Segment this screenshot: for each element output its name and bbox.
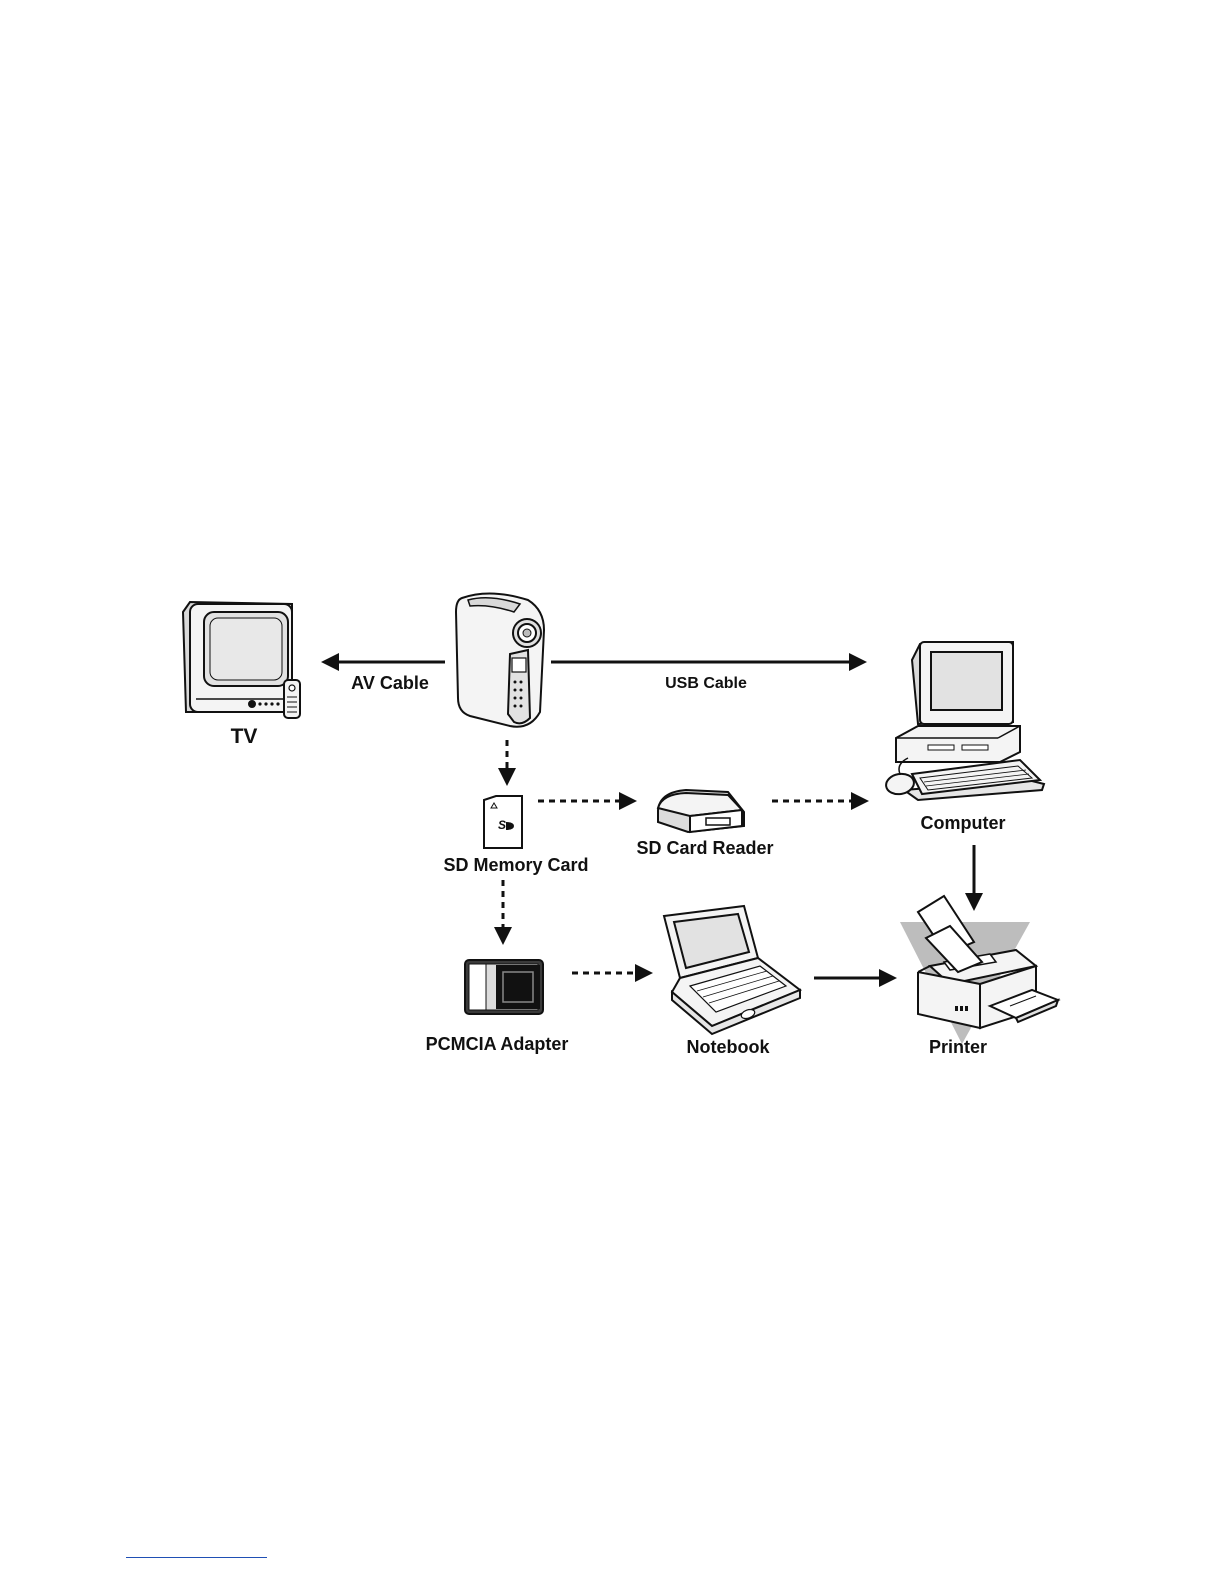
sd-card-label: SD Memory Card bbox=[443, 855, 588, 875]
sd-reader-label: SD Card Reader bbox=[636, 838, 773, 858]
footer-rule bbox=[126, 1557, 267, 1558]
edges bbox=[324, 662, 974, 978]
pcmcia-adapter-icon bbox=[465, 960, 543, 1014]
desktop-computer-icon bbox=[884, 642, 1044, 800]
usb-cable-label: USB Cable bbox=[665, 675, 747, 692]
computer-label: Computer bbox=[921, 813, 1006, 833]
printer-icon bbox=[900, 896, 1058, 1044]
card-reader-icon bbox=[658, 790, 744, 832]
printer-label: Printer bbox=[929, 1037, 987, 1057]
tv-label: TV bbox=[231, 725, 258, 748]
notebook-label: Notebook bbox=[687, 1037, 771, 1057]
camcorder-icon bbox=[456, 593, 544, 726]
pcmcia-label: PCMCIA Adapter bbox=[426, 1034, 569, 1054]
svg-text:S: S bbox=[498, 818, 506, 832]
sd-card-icon: S bbox=[484, 796, 522, 848]
tv-icon bbox=[183, 602, 300, 718]
notebook-icon bbox=[664, 906, 800, 1034]
av-cable-label: AV Cable bbox=[351, 673, 429, 693]
